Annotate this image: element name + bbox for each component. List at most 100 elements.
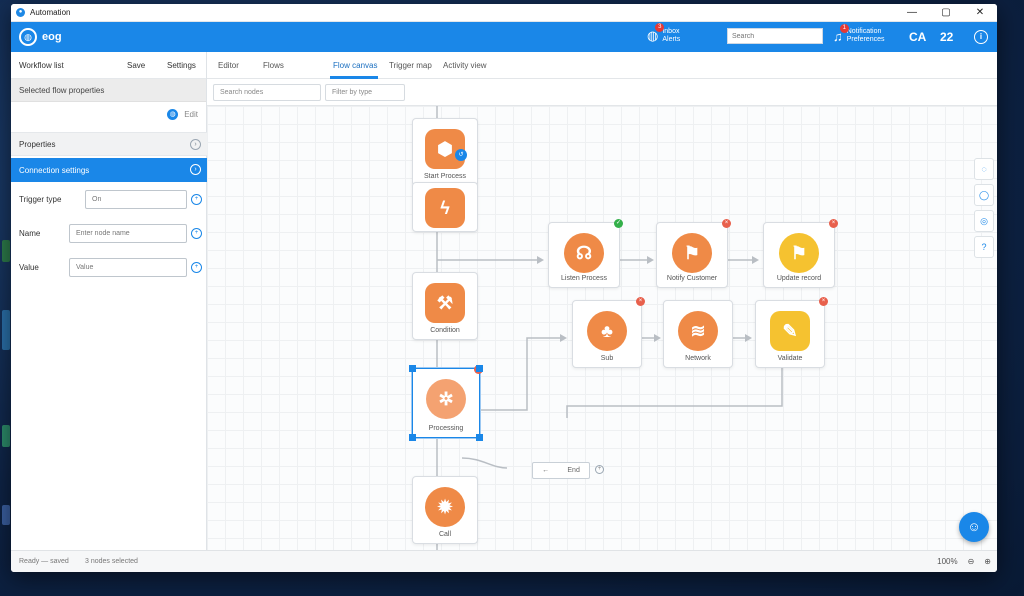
- node-start-process[interactable]: ⬢ ↺ Start Process: [412, 118, 478, 186]
- sidebar-header: Workflow list Save Settings: [11, 52, 206, 79]
- connection-settings-label: Connection settings: [19, 165, 90, 175]
- count-indicator[interactable]: 22: [940, 30, 954, 44]
- tool-icon: ⚒: [425, 283, 465, 323]
- trigger-type-input[interactable]: On: [85, 190, 187, 209]
- node-link-badge: ↺: [455, 149, 467, 161]
- fit-view-icon[interactable]: ◯: [974, 184, 994, 206]
- resize-handle-se[interactable]: [476, 434, 483, 441]
- help-icon[interactable]: ?: [974, 236, 994, 258]
- info-icon[interactable]: i: [974, 30, 988, 44]
- resize-handle-sw[interactable]: [409, 434, 416, 441]
- sidebar: Workflow list Save Settings Selected flo…: [11, 52, 207, 550]
- resize-handle-nw[interactable]: [409, 365, 416, 372]
- node-sub[interactable]: ♣ × Sub: [572, 297, 645, 368]
- edit-tool-label[interactable]: Edit: [184, 110, 198, 119]
- zoom-reset-icon[interactable]: ◌: [974, 158, 994, 180]
- merge-connector-chip[interactable]: ← End: [532, 462, 590, 479]
- node-error-badge: ×: [722, 219, 731, 228]
- tab-flow-canvas[interactable]: Flow canvas: [333, 61, 378, 70]
- properties-group[interactable]: Properties ›: [11, 132, 207, 156]
- search-input[interactable]: [727, 28, 823, 44]
- flow-canvas[interactable]: ⬢ ↺ Start Process ϟ ⚒ Condition ✲ × Proc…: [207, 106, 997, 550]
- name-input[interactable]: Enter node name: [69, 224, 187, 243]
- node-error-badge: ×: [636, 297, 645, 306]
- trigger-type-row: Trigger type On +: [11, 190, 207, 210]
- active-tab-indicator: [330, 76, 378, 79]
- chat-assistant-button[interactable]: ☺: [959, 512, 989, 542]
- headphones-icon: ☊: [564, 233, 604, 273]
- tab-bar: Editor Flows Flow canvas Trigger map Act…: [207, 52, 997, 79]
- globe-tool-icon[interactable]: ◍: [167, 109, 179, 120]
- head-icon: ⬢: [425, 129, 465, 169]
- node-error-badge: ×: [829, 219, 838, 228]
- name-row: Name Enter node name +: [11, 224, 207, 244]
- status-text: Ready — saved: [19, 558, 69, 565]
- close-button[interactable]: ✕: [975, 7, 985, 18]
- tab-flows[interactable]: Flows: [263, 61, 284, 70]
- user-initials[interactable]: CA: [909, 30, 927, 44]
- type-filter[interactable]: Filter by type: [325, 84, 405, 101]
- node-listen-process[interactable]: ☊ ✓ Listen Process: [548, 219, 623, 288]
- properties-group-label: Properties: [19, 139, 56, 149]
- node-label: Listen Process: [561, 275, 607, 282]
- connection-settings-group[interactable]: Connection settings ›: [11, 158, 207, 182]
- node-validate[interactable]: ✎ × Validate: [755, 297, 828, 368]
- node-condition[interactable]: ⚒ Condition: [412, 272, 478, 340]
- globe-logo-icon[interactable]: ◍: [19, 28, 37, 46]
- signpost-icon: ⚑: [672, 233, 712, 273]
- preferences-label: Preferences: [846, 36, 885, 43]
- pencil-icon: ✎: [770, 311, 810, 351]
- selection-count: 3 nodes selected: [85, 558, 138, 565]
- signpost-icon: ⚑: [779, 233, 819, 273]
- sidebar-settings-link[interactable]: Settings: [167, 61, 196, 70]
- tab-editor[interactable]: Editor: [218, 61, 239, 70]
- add-icon[interactable]: +: [191, 194, 202, 205]
- node-label: Notify Customer: [666, 275, 718, 282]
- zoom-controls: 100% ⊖ ⊕: [937, 557, 991, 566]
- canvas-toolbar: ◌ ◯ ◎ ?: [974, 158, 994, 262]
- node-label: Start Process: [423, 173, 466, 180]
- wifi-icon: ≋: [678, 311, 718, 351]
- node-label: Validate: [777, 355, 803, 362]
- value-label: Value: [19, 263, 39, 272]
- sidebar-save-link[interactable]: Save: [127, 61, 146, 70]
- node-network[interactable]: ≋ Network: [663, 300, 733, 368]
- inbox-alerts-button[interactable]: ◍ 3 Inbox Alerts: [647, 23, 681, 44]
- gear-icon: ✹: [425, 487, 465, 527]
- tab-trigger-map[interactable]: Trigger map: [389, 61, 432, 70]
- sidebar-subheader: Selected flow properties: [11, 79, 206, 102]
- tab-activity-view[interactable]: Activity view: [443, 61, 487, 70]
- minimize-button[interactable]: —: [907, 7, 917, 18]
- add-icon[interactable]: +: [191, 262, 202, 273]
- workflow-list-title: Workflow list: [19, 61, 64, 70]
- search-nodes-filter[interactable]: Search nodes: [213, 84, 321, 101]
- window-controls: — ▢ ✕: [895, 4, 997, 22]
- app-icon: ●: [16, 8, 25, 17]
- node-call[interactable]: ✹ Call: [412, 476, 478, 544]
- sidebar-tools: ◍ Edit: [167, 109, 198, 120]
- value-input[interactable]: Value: [69, 258, 187, 277]
- notifications-badge: 1: [839, 23, 849, 33]
- node-trigger[interactable]: ϟ: [412, 182, 478, 232]
- alerts-label: Alerts: [662, 36, 681, 43]
- zoom-level[interactable]: 100%: [937, 557, 958, 566]
- zoom-out-icon[interactable]: ⊖: [967, 557, 975, 566]
- expand-icon: ›: [190, 164, 201, 175]
- top-app-bar: ◍ eog ◍ 3 Inbox Alerts ♫ 1 Notification …: [11, 22, 997, 52]
- maximize-button[interactable]: ▢: [941, 7, 951, 18]
- node-notify-customer[interactable]: ⚑ × Notify Customer: [656, 219, 731, 288]
- zoom-in-icon[interactable]: ⊕: [984, 557, 991, 566]
- node-update-record[interactable]: ⚑ × Update record: [763, 219, 838, 288]
- add-connector-icon[interactable]: +: [595, 465, 604, 474]
- lock-icon[interactable]: ◎: [974, 210, 994, 232]
- notifications-button[interactable]: ♫ 1 Notification Preferences: [833, 23, 885, 44]
- brand-name[interactable]: eog: [42, 31, 62, 43]
- resize-handle-ne[interactable]: [476, 365, 483, 372]
- add-icon[interactable]: +: [191, 228, 202, 239]
- filter-bar: Search nodes Filter by type: [207, 79, 997, 106]
- selected-flow-label: Selected flow properties: [19, 86, 105, 95]
- node-label: Update record: [776, 275, 822, 282]
- globe-icon: ◍ 3: [647, 23, 665, 44]
- node-processing-selected[interactable]: ✲ × Processing: [409, 365, 483, 441]
- node-label: Sub: [600, 355, 614, 362]
